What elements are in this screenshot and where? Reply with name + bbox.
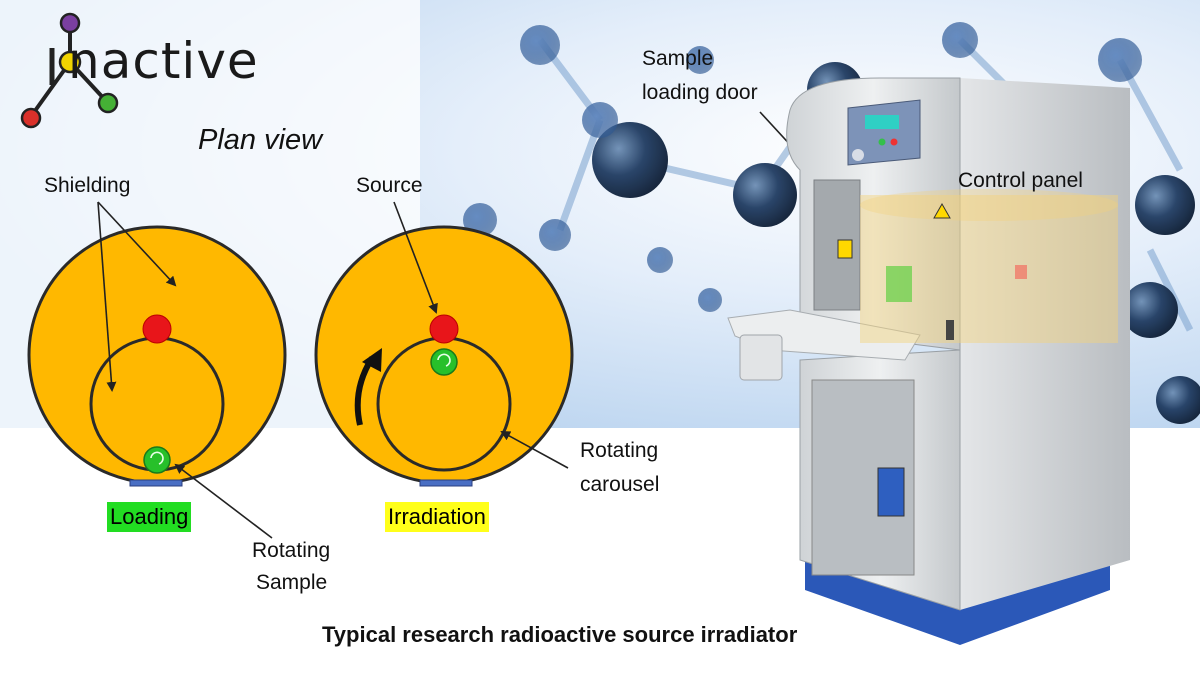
irradiation-diagram [314, 225, 574, 487]
overlay-sample [886, 266, 912, 302]
irradiation-tag: Irradiation [385, 502, 489, 532]
rotation-arrow-head [362, 348, 382, 372]
tray-cup [739, 334, 783, 381]
shielding-pointer-outer [97, 201, 177, 287]
label-rotating-sample-line2: Sample [256, 571, 328, 594]
lower-door-handle [877, 467, 905, 517]
warning-label [837, 239, 853, 259]
rotating-sample-pointer [174, 463, 273, 539]
figure-caption: Typical research radioactive source irra… [322, 622, 798, 647]
shielding-pointer-inner [97, 201, 117, 392]
loading-door-marker [129, 479, 183, 487]
source-pointer [393, 201, 438, 314]
irradiation-sample-rotation-icon [437, 353, 451, 367]
label-control-panel: Control panel [958, 169, 1083, 192]
rotating-carousel-pointer [500, 431, 569, 469]
cabinet-side [960, 78, 1130, 610]
irradiation-sample [430, 348, 458, 376]
loading-source [142, 314, 172, 344]
plan-view-title: Plan view [198, 124, 323, 156]
loading-tag: Loading [107, 502, 192, 532]
label-shielding: Shielding [44, 174, 131, 197]
irradiation-source [429, 314, 459, 344]
loading-sample-rotation-icon [150, 451, 164, 465]
logo-icon [20, 12, 119, 129]
logo-dot-top [59, 12, 81, 34]
loading-sample [143, 446, 171, 474]
radiation-warning-icon [933, 202, 951, 219]
logo-dot-right [97, 92, 119, 114]
loading-diagram [27, 225, 287, 487]
label-sample-loading-door-line2: loading door [642, 81, 758, 104]
logo-dot-left [20, 107, 42, 129]
overlay-source [1015, 265, 1027, 279]
cabinet-latch [946, 320, 954, 340]
label-rotating-carousel-line1: Rotating [580, 439, 659, 462]
control-panel-key [852, 149, 864, 161]
control-panel-screen [865, 115, 899, 129]
sample-loading-door [813, 179, 861, 311]
irradiation-door-marker [419, 479, 473, 487]
logo-dot-center [58, 50, 82, 74]
irradiator-cabinet [727, 77, 1130, 645]
label-rotating-carousel-line2: carousel [580, 473, 660, 496]
label-source: Source [356, 174, 423, 197]
logo-text: nactive [68, 32, 259, 90]
label-sample-loading-door-line1: Sample [642, 47, 714, 70]
label-rotating-sample-line1: Rotating [252, 539, 331, 562]
